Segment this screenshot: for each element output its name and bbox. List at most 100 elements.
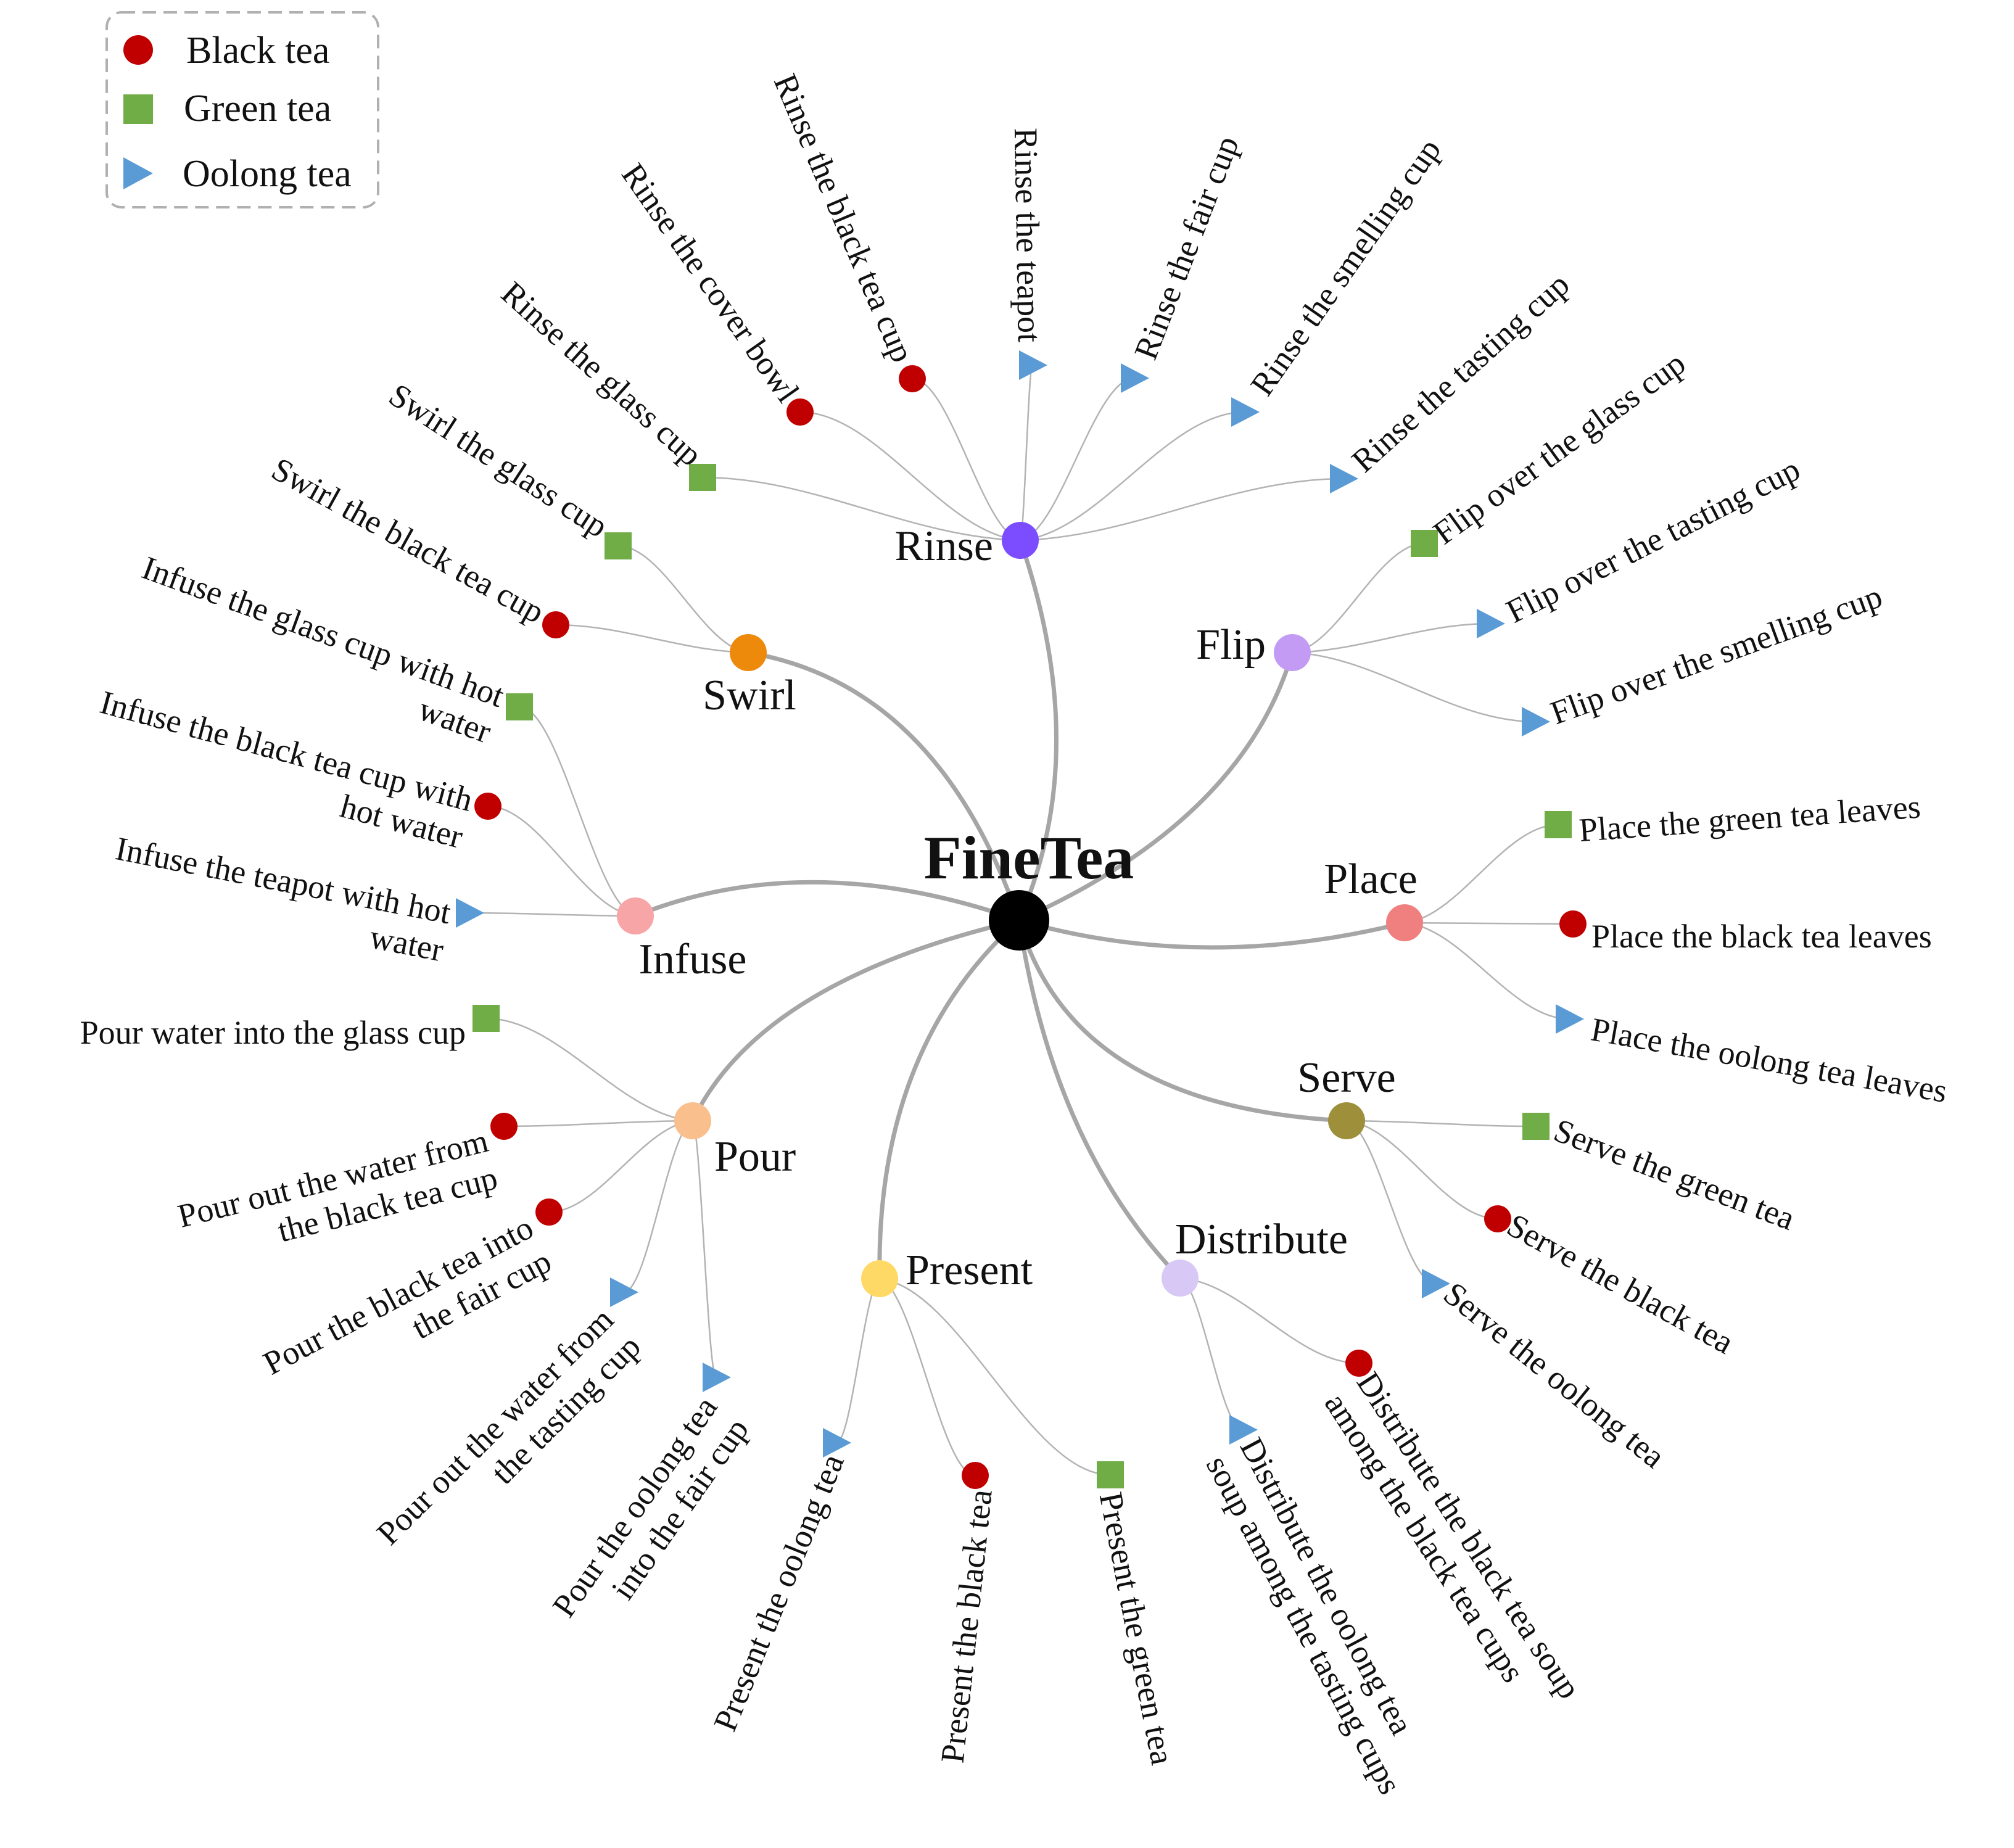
green-tea-marker	[1411, 530, 1438, 557]
green-tea-marker	[605, 532, 632, 559]
present-leaf-label: Present the green tea	[1092, 1489, 1181, 1768]
flip-leaf-link	[1292, 542, 1425, 654]
oolong-tea-marker	[823, 1428, 851, 1458]
infuse-leaf-link	[487, 805, 636, 917]
leaf-label-line: Infuse the teapot with hot	[113, 830, 454, 931]
leaf-label-line: Rinse the cover bowl	[614, 157, 807, 409]
infuse-leaf-link	[519, 706, 636, 917]
black-tea-marker	[474, 793, 501, 820]
leaf-label-line: Serve the green tea	[1549, 1112, 1799, 1237]
present-leaf-label: Present the oolong tea	[706, 1449, 851, 1736]
oolong-tea-marker	[456, 898, 484, 928]
present-label: Present	[906, 1247, 1033, 1294]
green-tea-marker	[689, 464, 716, 491]
pour-leaf-label: Pour the oolong teainto the fair cup	[545, 1390, 756, 1646]
leaf-label-line: Rinse the fair cup	[1127, 131, 1246, 364]
distribute-label: Distribute	[1175, 1216, 1348, 1263]
leaf-label-line: Place the green tea leaves	[1578, 788, 1922, 849]
infuse-node	[617, 897, 654, 934]
root-node	[989, 890, 1049, 951]
place-leaf-label: Place the black tea leaves	[1591, 918, 1932, 955]
flip-label: Flip	[1196, 621, 1266, 669]
distribute-node	[1162, 1260, 1199, 1297]
leaf-label-line: Place the black tea leaves	[1591, 918, 1932, 955]
leaf-label-line: soup among the tasting cups	[1199, 1450, 1409, 1800]
place-label: Place	[1324, 856, 1418, 903]
rinse-leaf-link	[912, 377, 1021, 542]
oolong-tea-marker	[1477, 609, 1505, 638]
legend-green-tea-marker	[123, 94, 153, 124]
leaf-label-line: Present the black tea	[934, 1488, 999, 1765]
leaf-label-line: Flip over the smelling cup	[1546, 577, 1887, 732]
rinse-leaf-link	[702, 476, 1021, 542]
present-leaf-link	[879, 1277, 976, 1477]
distribute-trunk-link	[1017, 920, 1182, 1280]
rinse-leaf-link	[1020, 377, 1135, 542]
rinse-leaf-label: Rinse the teapot	[1007, 128, 1048, 343]
oolong-tea-marker	[1121, 363, 1149, 393]
legend-black-tea-marker	[123, 35, 153, 65]
flip-leaf-link	[1292, 622, 1491, 654]
black-tea-marker	[1484, 1205, 1511, 1232]
black-tea-marker	[899, 365, 926, 392]
leaf-label-line: Rinse the glass cup	[494, 274, 709, 474]
flip-node	[1274, 634, 1311, 671]
distribute-leaf-link	[1179, 1277, 1244, 1431]
leaf-label-line: Swirl the glass cup	[382, 376, 614, 545]
present-trunk-link	[877, 918, 1021, 1279]
swirl-leaf-link	[555, 624, 749, 654]
leaf-label-line: Distribute the black tea soup	[1350, 1366, 1588, 1706]
black-tea-marker	[535, 1198, 563, 1226]
swirl-label: Swirl	[703, 672, 796, 719]
black-tea-marker	[490, 1113, 518, 1140]
pour-label: Pour	[714, 1133, 796, 1181]
leaf-label-line: Rinse the black tea cup	[767, 68, 922, 367]
rinse-label: Rinse	[895, 522, 993, 570]
serve-node	[1328, 1102, 1365, 1139]
rinse-leaf-label: Rinse the fair cup	[1127, 131, 1246, 364]
black-tea-marker	[1559, 910, 1587, 938]
swirl-leaf-label: Swirl the glass cup	[382, 376, 614, 545]
leaf-label-line: Infuse the black tea cup with	[96, 683, 477, 819]
swirl-leaf-link	[617, 545, 749, 654]
legend: Black tea Green tea Oolong tea	[105, 11, 379, 208]
infuse-leaf-label: Infuse the black tea cup withhot water	[86, 683, 477, 856]
pour-trunk-link	[690, 918, 1020, 1122]
green-tea-marker	[506, 693, 533, 720]
oolong-tea-marker	[1231, 397, 1260, 427]
legend-oolong-tea-label: Oolong tea	[183, 153, 352, 195]
rinse-leaf-link	[1020, 477, 1344, 542]
present-leaf-link	[879, 1277, 1111, 1476]
place-leaf-link	[1404, 922, 1574, 925]
legend-frame	[105, 11, 379, 208]
place-leaf-label: Place the oolong tea leaves	[1588, 1010, 1950, 1110]
distribute-leaf-link	[1179, 1277, 1360, 1364]
rinse-leaf-label: Rinse the smelling cup	[1243, 132, 1448, 403]
green-tea-marker	[473, 1005, 500, 1032]
legend-green-tea-label: Green tea	[184, 88, 331, 130]
present-leaf-link	[836, 1277, 880, 1444]
swirl-node	[730, 634, 767, 671]
place-trunk-link	[1018, 918, 1405, 950]
present-leaf-label: Present the black tea	[934, 1488, 999, 1765]
green-tea-marker	[1522, 1113, 1550, 1140]
rinse-leaf-link	[1020, 411, 1245, 542]
place-leaf-link	[1404, 922, 1570, 1020]
pour-leaf-link	[548, 1120, 693, 1213]
root-label: FineTea	[924, 823, 1134, 892]
legend-oolong-tea-marker	[123, 157, 153, 189]
leaf-label-line: Rinse the teapot	[1007, 128, 1048, 343]
leaf-label-line: Present the oolong tea	[706, 1449, 851, 1736]
serve-leaf-link	[1346, 1120, 1537, 1128]
rinse-node	[1002, 522, 1039, 559]
place-leaf-label: Place the green tea leaves	[1578, 788, 1922, 849]
rinse-leaf-link	[1019, 364, 1034, 541]
green-tea-marker	[1545, 811, 1572, 838]
place-leaf-link	[1404, 823, 1559, 924]
swirl-trunk-link	[748, 650, 1021, 922]
serve-leaf-link	[1346, 1120, 1498, 1220]
oolong-tea-marker	[1556, 1004, 1584, 1034]
oolong-tea-marker	[610, 1277, 638, 1307]
black-tea-marker	[786, 398, 814, 426]
